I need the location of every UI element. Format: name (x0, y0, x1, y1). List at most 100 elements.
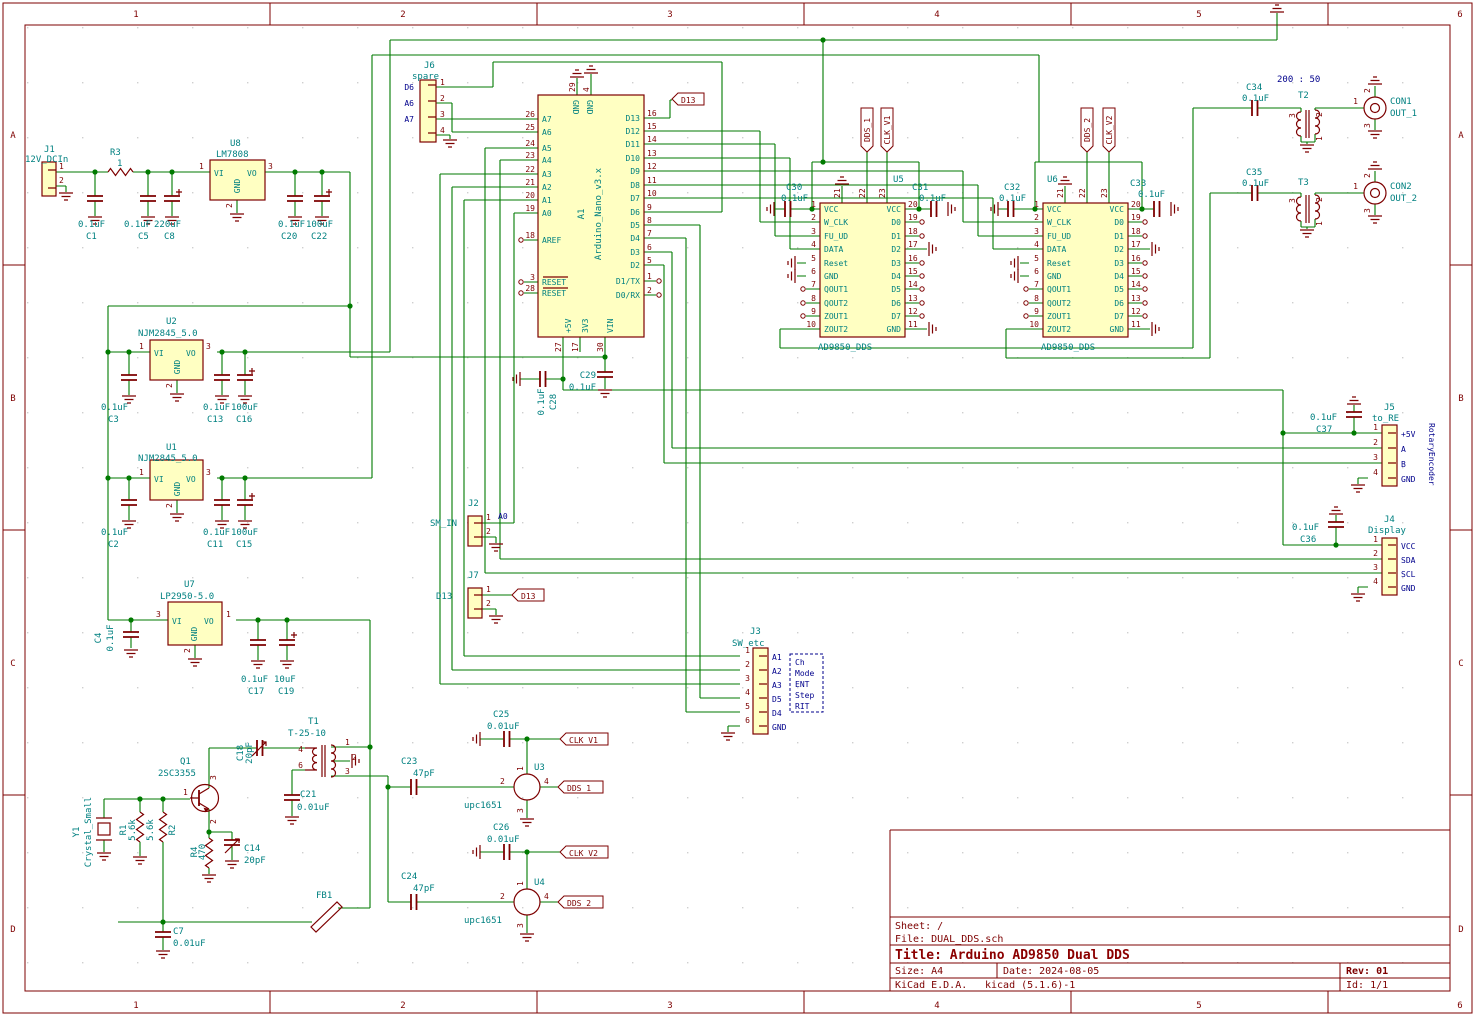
pin-name: D7 (630, 194, 640, 203)
regulator-u1[interactable]: U1 NJM2845_5.0 VI VO GND 1 3 2 0.1uF C2 … (101, 443, 258, 550)
note-line: RIT (795, 702, 810, 711)
border-col: 1 (133, 10, 138, 20)
connector-j3[interactable]: J3 SW_etc 1 2 3 4 5 6 A1 A2 A3 D5 D4 GND… (732, 627, 824, 735)
border-col: 2 (400, 1001, 405, 1011)
regulator-u2[interactable]: U2 NJM2845_5.0 VI VO GND 1 3 2 0.1uF C3 … (101, 317, 258, 425)
pin-number: 2 (500, 777, 505, 786)
value: SM_IN (430, 519, 457, 529)
cap-c28-c29[interactable]: 0.1uF C28 C29 0.1uF (537, 370, 614, 416)
ref: CON1 (1390, 97, 1412, 107)
capacitors-power-in[interactable]: 0.1uF C1 0.1uF C5 220uF C8 0.1uF C20 100… (78, 188, 333, 242)
value: 12V_DCIn (25, 155, 68, 165)
border-col: 5 (1196, 10, 1201, 20)
pin-number: 7 (1034, 280, 1039, 289)
wires (56, 13, 1382, 950)
pin-name: D2 (630, 261, 640, 270)
pin-number: 3 (440, 110, 445, 119)
cap-ref: C18 (236, 745, 246, 761)
cap-value: 0.01uF (173, 939, 206, 949)
cap-ref: C3 (108, 415, 119, 425)
pin-number: 20 (1131, 200, 1141, 209)
pin-number: 21 (1056, 188, 1065, 198)
label-d13-arduino[interactable]: D13 (671, 92, 705, 106)
pin-name: FU_UD (824, 232, 848, 241)
pin-number: 2 (440, 94, 445, 103)
cap-ref: C29 (580, 371, 596, 381)
pin-number: 1 (1373, 423, 1378, 432)
cap-value: 100uF (306, 220, 333, 230)
pin-name: D13 (626, 114, 641, 123)
connector-j1[interactable]: J1 12V_DCIn 1 2 (25, 145, 68, 197)
pin-name: D4 (630, 234, 640, 243)
arduino-nano-a1[interactable]: A1 Arduino_Nano_v3.x 26 A7 25 A6 24 A5 2… (518, 82, 662, 352)
wire (436, 61, 1382, 685)
note-line: Mode (795, 669, 814, 678)
border-row: C (10, 659, 15, 669)
note-line: Step (795, 691, 814, 700)
pin-number: 2 (1363, 88, 1372, 93)
wire (1300, 86, 1376, 593)
pin-number: 8 (1034, 294, 1039, 303)
pin-number: 2 (500, 892, 505, 901)
pin-number: 14 (1131, 280, 1141, 289)
connector-j7[interactable]: J7 D13 1 2 D13 (436, 571, 545, 619)
pin-number: 2 (225, 203, 234, 208)
pin-name: A6 (542, 128, 552, 137)
pin-name: VI (172, 617, 182, 626)
pin-name: GND (1110, 325, 1125, 334)
border-row: A (1458, 131, 1464, 141)
cap-ref: C24 (401, 872, 417, 882)
border-col: 4 (934, 1001, 939, 1011)
resistor-r3[interactable]: R3 1 (107, 148, 134, 177)
pin-name: W_CLK (824, 218, 848, 227)
titleblock-size: Size: A4 (895, 966, 943, 977)
pin-name: A3 (542, 170, 552, 179)
buffer-u4[interactable]: C26 0.01uF C24 47pF U4 upc1651 1 2 3 4 C… (401, 823, 609, 928)
border-col: 5 (1196, 1001, 1201, 1011)
pin-number: 2 (165, 503, 174, 508)
connector-j5[interactable]: J5 to_RE 1 2 3 4 +5V A B GND RotaryEncod… (1310, 403, 1436, 487)
cap-value: 0.1uF (203, 528, 230, 538)
pin-name: GND (190, 627, 199, 642)
net-label: A (1401, 445, 1406, 454)
connector-j2[interactable]: J2 SM_IN 1 2 A0 (430, 499, 508, 547)
pin-number: 2 (1363, 173, 1372, 178)
pin-number: 16 (647, 109, 657, 118)
ref: R3 (110, 148, 121, 158)
output-t2-con1[interactable]: C34 0.1uF 200 : 50 T2 3 2 1 1 2 3 CON1 O… (1242, 75, 1417, 141)
net-label: A3 (772, 681, 782, 690)
pin-name: QOUT1 (1047, 285, 1071, 294)
pin-number: 4 (298, 745, 303, 754)
connector-j4[interactable]: J4 Display 1 2 3 4 VCC SDA SCL GND 0.1uF… (1292, 515, 1416, 596)
pin-number: 1 (1315, 221, 1324, 226)
pin-number: 12 (908, 307, 918, 316)
pin-number: 1 (486, 513, 491, 522)
pin-number: 17 (571, 342, 580, 352)
connector-j6[interactable]: J6 spare 1 2 3 4 D6 A6 A7 (404, 61, 445, 143)
pin-number: 28 (525, 284, 535, 293)
pin-number: 8 (647, 216, 652, 225)
cap-ref: C35 (1246, 168, 1262, 178)
output-t3-con2[interactable]: C35 0.1uF T3 3 2 1 1 2 3 CON2 OUT_2 (1242, 168, 1417, 226)
oscillator-section[interactable]: Y1 Crystal_Small R1 5.6k 5.6k R2 R4 470 … (72, 717, 357, 949)
cap-ref: C21 (300, 790, 316, 800)
pin-number: 3 (206, 468, 211, 477)
pin-name: GND (887, 325, 902, 334)
pin-name: VCC (1110, 205, 1125, 214)
ref: Q1 (180, 757, 191, 767)
cap-ref: C11 (207, 540, 223, 550)
pin-number: 2 (1315, 112, 1324, 117)
cap-value: 100uF (231, 528, 258, 538)
regulator-u7[interactable]: U7 LP2950-5.0 VI VO GND 3 1 2 C4 0.1uF 0… (94, 580, 298, 697)
pin-number: 2 (165, 383, 174, 388)
ref: U8 (230, 139, 241, 149)
pin-number: 3 (516, 923, 525, 928)
buffer-u3[interactable]: C25 0.01uF C23 47pF U3 upc1651 1 2 3 4 C… (401, 710, 609, 813)
cap-value: 0.1uF (241, 675, 268, 685)
regulator-u8[interactable]: U8 LM7808 VI VO GND 1 3 2 (199, 139, 273, 208)
pin-name: D12 (626, 127, 641, 136)
pin-number: 3 (1288, 198, 1297, 203)
